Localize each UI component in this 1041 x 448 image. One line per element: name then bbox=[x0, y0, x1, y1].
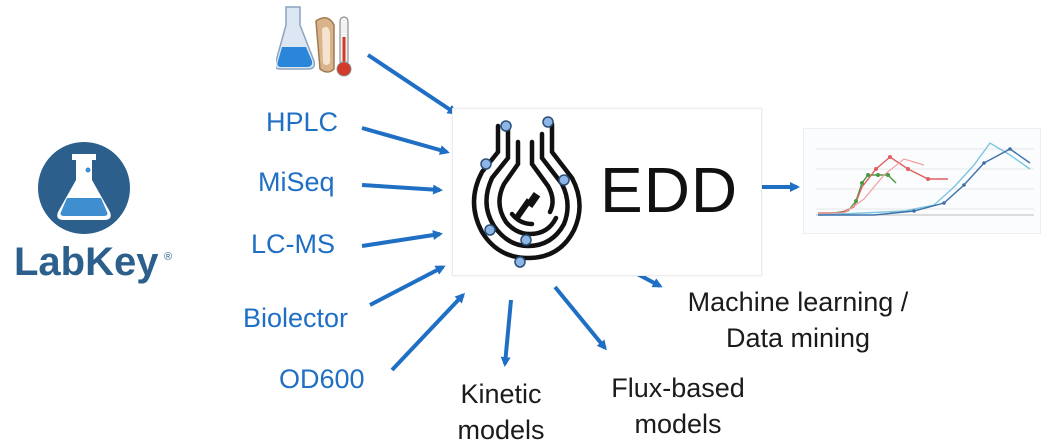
labkey-wordmark: LabKey bbox=[14, 240, 159, 284]
arrow-miseq bbox=[361, 183, 443, 195]
timeseries-chart-thumbnail bbox=[803, 128, 1041, 234]
source-label-lcms: LC-MS bbox=[251, 229, 336, 259]
output-machine-learning: Machine learning / Data mining bbox=[660, 284, 936, 356]
arrow-equipment bbox=[366, 53, 458, 115]
labkey-flask-icon bbox=[38, 142, 130, 234]
source-label-hplc: HPLC bbox=[266, 107, 339, 137]
output-ml-line2: Data mining bbox=[725, 323, 871, 353]
thumb-series-green bbox=[818, 174, 897, 214]
arrow-flux bbox=[553, 285, 607, 351]
output-flux-line1: Flux-based bbox=[611, 373, 745, 403]
thumb-series-blue bbox=[818, 148, 1031, 216]
edd-panel bbox=[452, 108, 762, 276]
arrow-od600 bbox=[390, 292, 466, 372]
thumb-series-pink bbox=[818, 158, 925, 214]
arrow-hplc bbox=[361, 126, 450, 155]
labkey-registered-mark: ® bbox=[164, 251, 173, 263]
output-flux-line2: models bbox=[634, 409, 722, 439]
thumb-series-teal bbox=[817, 142, 1031, 216]
source-label-miseq: MiSeq bbox=[258, 167, 335, 197]
edd-title: EDD bbox=[600, 154, 739, 226]
output-kinetic-line2: models bbox=[457, 415, 545, 445]
arrow-biolector bbox=[369, 265, 446, 307]
output-kinetic-models: Kinetic models bbox=[446, 376, 556, 448]
thumb-series-red bbox=[818, 156, 948, 214]
arrow-kinetic bbox=[500, 299, 513, 367]
source-label-od600: OD600 bbox=[279, 364, 365, 394]
output-flux-based-models: Flux-based models bbox=[590, 370, 766, 442]
output-kinetic-line1: Kinetic bbox=[460, 379, 542, 409]
lab-equipment-icon bbox=[276, 6, 352, 77]
source-label-biolector: Biolector bbox=[243, 303, 349, 333]
edd-circuit-flask-icon bbox=[471, 116, 582, 268]
chart-thumbnail-graphic bbox=[816, 142, 1034, 216]
output-ml-line1: Machine learning / bbox=[687, 287, 909, 317]
arrow-lcms bbox=[361, 230, 443, 248]
